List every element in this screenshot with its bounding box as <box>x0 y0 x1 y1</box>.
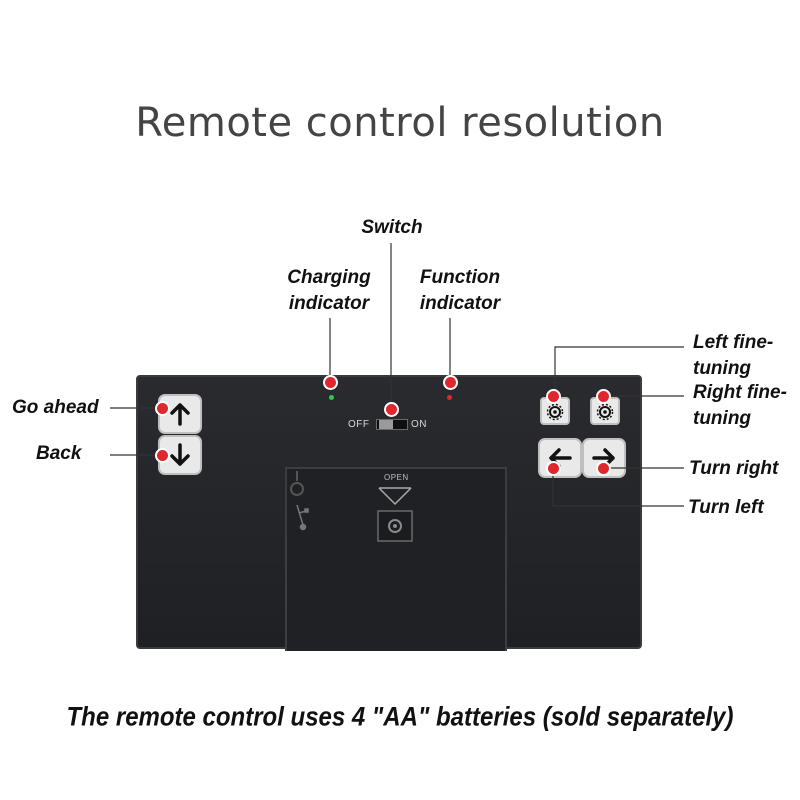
function-indicator-label: Function indicator <box>405 265 515 317</box>
switch-label: Switch <box>361 217 423 238</box>
function-indicator-dot <box>443 375 458 390</box>
turn-left-leader-line <box>552 468 684 507</box>
battery-note: The remote control uses 4 "AA" batteries… <box>66 702 734 733</box>
gear-icon <box>596 403 614 421</box>
back-label: Back <box>36 443 82 464</box>
function-label-line2: indicator <box>419 293 501 314</box>
arrow-down-icon <box>170 443 190 466</box>
screw-hole <box>290 482 304 496</box>
turn-left-label: Turn left <box>688 497 764 518</box>
left-fine-line1: Left fine- <box>693 332 774 353</box>
charging-indicator-label: Charging indicator <box>274 265 384 317</box>
charging-led <box>329 395 334 400</box>
turn-right-dot <box>596 461 611 476</box>
turn-right-label: Turn right <box>689 458 779 479</box>
go-ahead-dot <box>155 401 170 416</box>
function-label-line1: Function <box>419 267 501 288</box>
turn-left-dot <box>546 461 561 476</box>
battery-door: OPEN <box>285 467 507 651</box>
charging-label-line1: Charging <box>287 267 371 288</box>
gear-icon <box>546 403 564 421</box>
switch-dot <box>384 402 399 417</box>
go-ahead-label: Go ahead <box>12 397 99 418</box>
right-fine-tuning-label: Right fine- tuning <box>693 380 787 432</box>
switch-knob[interactable] <box>379 420 393 429</box>
left-fine-tuning-dot <box>546 389 561 404</box>
remote-control-body: OPEN OFF ON <box>136 375 642 651</box>
function-led <box>447 395 452 400</box>
left-fine-leader-line <box>554 346 684 395</box>
page-title: Remote control resolution <box>135 100 665 146</box>
charging-label-line2: indicator <box>288 293 370 314</box>
arrow-up-icon <box>170 403 190 426</box>
switch-off-label: OFF <box>348 419 370 430</box>
battery-door-markings <box>290 471 413 542</box>
switch-on-label: ON <box>411 419 427 430</box>
right-fine-tuning-dot <box>596 389 611 404</box>
charging-indicator-dot <box>323 375 338 390</box>
open-arrow-icon <box>378 487 412 506</box>
left-fine-tuning-label: Left fine- tuning <box>693 330 773 382</box>
left-fine-line2: tuning <box>693 358 752 379</box>
usb-icon <box>296 504 309 531</box>
right-fine-line2: tuning <box>693 408 752 429</box>
open-label: OPEN <box>384 473 409 482</box>
back-dot <box>155 448 170 463</box>
right-fine-line1: Right fine- <box>693 382 787 403</box>
power-switch[interactable] <box>376 419 408 430</box>
